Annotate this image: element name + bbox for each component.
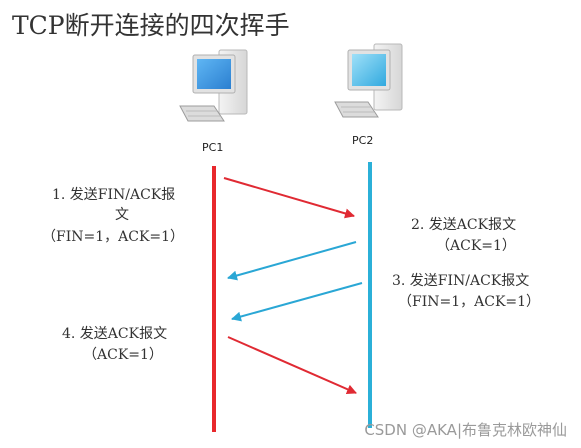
arrow-ack-pc2-to-pc1 xyxy=(227,241,357,281)
pc1-computer-icon xyxy=(179,49,248,122)
arrow-ack-pc1-to-pc2 xyxy=(227,336,357,394)
arrow-fin-ack-pc1-to-pc2 xyxy=(223,177,355,219)
message-4-step: 4. 发送ACK报文 xyxy=(62,326,168,342)
message-3-step: 3. 发送FIN/ACK报文 xyxy=(392,273,530,289)
message-1-step: 1. 发送FIN/ACK报 xyxy=(52,187,176,203)
diagram-title: TCP断开连接的四次挥手 xyxy=(12,11,290,40)
message-4-detail: （ACK=1） xyxy=(83,347,163,363)
watermark: CSDN @AKA|布鲁克林欧神仙 xyxy=(364,421,567,439)
message-1-detail: （FIN=1，ACK=1） xyxy=(42,229,185,245)
message-2-step: 2. 发送ACK报文 xyxy=(411,217,517,233)
message-1-step-cont: 文 xyxy=(115,207,129,223)
message-3-detail: （FIN=1，ACK=1） xyxy=(398,294,541,310)
pc1-label: PC1 xyxy=(202,141,224,154)
message-2-detail: （ACK=1） xyxy=(436,238,516,254)
pc2-label: PC2 xyxy=(352,134,374,147)
arrow-fin-ack-pc2-to-pc1 xyxy=(231,282,363,322)
pc2-computer-icon xyxy=(334,43,403,118)
